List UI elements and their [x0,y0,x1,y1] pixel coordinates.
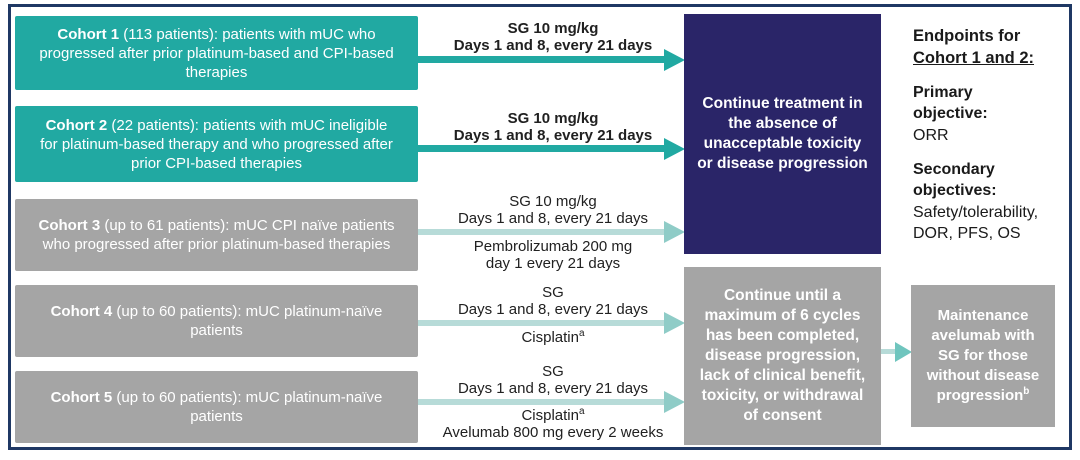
cohort-3-label: Cohort 3 [38,217,101,234]
arm-1-dose-label: SG 10 mg/kg Days 1 and 8, every 21 days [428,20,678,54]
cohort-2-box: Cohort 2 (22 patients): patients with mU… [15,106,418,182]
cohort-2-label: Cohort 2 [45,116,108,134]
arrow-4-head-icon [664,312,685,334]
arrow-4-shaft [418,320,666,326]
maintenance-arrow-shaft [881,349,897,354]
arm-4-dose-label: SG Days 1 and 8, every 21 days [428,284,678,318]
cohort-1-label: Cohort 1 [57,25,120,43]
primary-objective-value: ORR [913,127,949,144]
arm-5-drug: Cisplatin [521,407,579,424]
arrow-5-shaft [418,399,666,405]
arm-1-dose-line1: SG 10 mg/kg [507,20,599,37]
cohort-5-detail: (up to 60 patients): mUC platinum-naïve … [112,389,383,425]
maintenance-text-main: Maintenance avelumab with SG for those w… [926,307,1040,404]
arm-2-dose-line2: Days 1 and 8, every 21 days [453,127,653,144]
arm-3-dose-line2: Days 1 and 8, every 21 days [457,210,649,227]
arrow-2-shaft [418,145,666,152]
cohort-1-detail: (113 patients): patients with mUC who pr… [39,25,394,81]
cohort-5-label: Cohort 5 [50,389,113,406]
cohort-4-text: Cohort 4 (up to 60 patients): mUC platin… [37,302,396,340]
arm-4-dose-line2: Days 1 and 8, every 21 days [457,301,649,318]
arm-5-dose-label: SG Days 1 and 8, every 21 days [428,363,678,397]
cohort-5-box: Cohort 5 (up to 60 patients): mUC platin… [15,371,418,443]
arm-2-dose-line1: SG 10 mg/kg [507,110,599,127]
endpoints-title-line2: Cohort 1 and 2: [913,49,1035,67]
endpoints-title: Endpoints for Cohort 1 and 2: [913,25,1065,69]
arm-4-drug: Cisplatin [521,329,579,346]
cohort-4-detail: (up to 60 patients): mUC platinum-naïve … [112,303,383,339]
continue-until-text: Continue until a maximum of 6 cycles has… [699,287,866,424]
arm-3-combo-label: Pembrolizumab 200 mg day 1 every 21 days [428,238,678,272]
cohort-2-text: Cohort 2 (22 patients): patients with mU… [37,116,396,173]
arm-3-combo-line2: day 1 every 21 days [485,255,621,272]
cohort-3-detail: (up to 61 patients): mUC CPI naïve patie… [42,217,395,253]
cohort-4-box: Cohort 4 (up to 60 patients): mUC platin… [15,285,418,357]
cohort-1-text: Cohort 1 (113 patients): patients with m… [37,25,396,82]
arm-1-dose-line2: Days 1 and 8, every 21 days [453,37,653,54]
cohort-4-label: Cohort 4 [50,303,113,320]
maintenance-text: Maintenance avelumab with SG for those w… [923,306,1043,406]
arrow-5-head-icon [664,391,685,413]
continue-until-box: Continue until a maximum of 6 cycles has… [684,267,881,445]
arrow-2-head-icon [664,137,685,160]
arm-5-dose-line2: Days 1 and 8, every 21 days [457,380,649,397]
arm-5-dose-line1: SG [542,363,564,380]
cohort-3-text: Cohort 3 (up to 61 patients): mUC CPI na… [37,216,396,254]
cohort-1-box: Cohort 1 (113 patients): patients with m… [15,16,418,90]
arm-5-footnote-marker: a [578,406,585,417]
arm-3-dose-label: SG 10 mg/kg Days 1 and 8, every 21 days [428,193,678,227]
secondary-objectives-value: Safety/tolerability, DOR, PFS, OS [913,204,1039,242]
maintenance-footnote-marker: b [1023,386,1030,397]
arrow-1-head-icon [664,48,685,71]
secondary-objectives-label: Secondary objectives: [913,161,997,199]
arm-2-dose-label: SG 10 mg/kg Days 1 and 8, every 21 days [428,110,678,144]
arm-4-footnote-marker: a [578,328,585,339]
arm-5-combo-line2: Avelumab 800 mg every 2 weeks [442,424,664,441]
continue-treatment-text: Continue treatment in the absence of una… [697,95,868,172]
arm-4-dose-line1: SG [542,284,564,301]
endpoints-panel: Endpoints for Cohort 1 and 2: Primary ob… [913,25,1065,244]
arm-3-combo-line1: Pembrolizumab 200 mg [473,238,633,255]
arm-4-combo-label: Cisplatina [428,328,678,347]
arrow-3-head-icon [664,221,685,243]
arm-5-combo-line1: Cisplatina [428,406,678,425]
arm-3-dose-line1: SG 10 mg/kg [509,193,597,210]
arm-4-combo-line1: Cisplatina [428,328,678,347]
arrow-3-shaft [418,229,666,235]
cohort-2-detail: (22 patients): patients with mUC ineligi… [40,116,393,172]
maintenance-arrow-head-icon [895,341,912,362]
arrow-1-shaft [418,56,666,63]
maintenance-box: Maintenance avelumab with SG for those w… [911,285,1055,427]
arm-5-combo-label: Cisplatina Avelumab 800 mg every 2 weeks [428,406,678,442]
continue-treatment-box: Continue treatment in the absence of una… [684,14,881,254]
cohort-3-box: Cohort 3 (up to 61 patients): mUC CPI na… [15,199,418,271]
endpoints-title-line1: Endpoints for [913,27,1021,45]
primary-objective-label: Primary objective: [913,84,988,122]
cohort-5-text: Cohort 5 (up to 60 patients): mUC platin… [37,388,396,426]
